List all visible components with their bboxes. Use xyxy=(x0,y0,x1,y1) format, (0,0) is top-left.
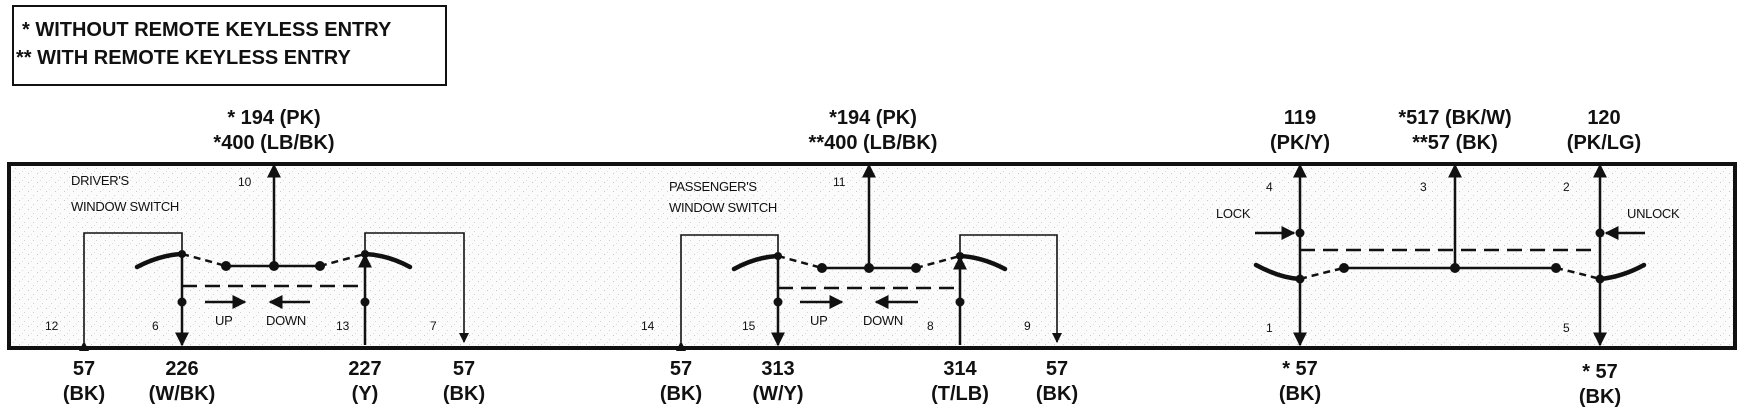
passenger-bottom-wire-1-color: (BK) xyxy=(660,383,702,405)
driver-down-label: DOWN xyxy=(266,313,306,328)
passenger-common-center-dot xyxy=(864,263,874,273)
passenger-bottom-wire-2-color: (W/Y) xyxy=(752,383,803,405)
lock-top-wire-2-color: **57 (BK) xyxy=(1412,132,1498,154)
lock-left-upper-dot xyxy=(1295,228,1305,238)
driver-switch-title-line1: DRIVER'S xyxy=(71,173,130,188)
passenger-top-pin: 11 xyxy=(833,175,846,189)
lock-bottom-wire-2-code: * 57 xyxy=(1582,361,1618,383)
passenger-pin-left-outer: 14 xyxy=(641,319,655,333)
driver-bottom-wire-3-color: (Y) xyxy=(352,383,379,405)
driver-common-right-dot xyxy=(315,261,325,271)
passenger-left-contact-dot xyxy=(774,252,782,260)
lock-top-wire-3-code: 120 xyxy=(1587,107,1620,129)
driver-bottom-wire-4-color: (BK) xyxy=(443,383,485,405)
driver-up-label: UP xyxy=(215,313,232,328)
passenger-right-frame xyxy=(959,234,1062,343)
passenger-top-wire-label-2: **400 (LB/BK) xyxy=(809,132,938,154)
lock-top-wire-2-code: *517 (BK/W) xyxy=(1398,107,1511,129)
lock-pin-1: 1 xyxy=(1266,321,1273,335)
lock-pin-3: 3 xyxy=(1420,180,1427,194)
lock-bottom-wire-1-color: (BK) xyxy=(1279,383,1321,405)
passenger-pin-right-outer: 9 xyxy=(1024,319,1031,333)
driver-bottom-wire-2-color: (W/BK) xyxy=(149,383,216,405)
passenger-down-label: DOWN xyxy=(863,313,903,328)
lock-top-wire-3-color: (PK/LG) xyxy=(1567,132,1641,154)
unlock-label: UNLOCK xyxy=(1627,206,1680,221)
lock-pin-5: 5 xyxy=(1563,321,1570,335)
lock-common-right-dot xyxy=(1551,263,1561,273)
passenger-pin-right-inner: 8 xyxy=(927,319,934,333)
passenger-switch-title-line1: PASSENGER'S xyxy=(669,179,757,194)
driver-pin-right-outer: 7 xyxy=(430,319,437,333)
door-lock-switch: 119 (PK/Y) *517 (BK/W) **57 (BK) 120 (PK… xyxy=(1216,107,1680,408)
passenger-switch-title-line2: WINDOW SWITCH xyxy=(669,200,777,215)
legend: * WITHOUT REMOTE KEYLESS ENTRY ** WITH R… xyxy=(12,5,447,86)
driver-bottom-wire-3-code: 227 xyxy=(348,358,381,380)
driver-left-frame xyxy=(79,232,183,351)
lock-top-wire-1-code: 119 xyxy=(1284,107,1316,129)
legend-without-keyless: * WITHOUT REMOTE KEYLESS ENTRY xyxy=(22,19,392,41)
lock-top-wire-1-color: (PK/Y) xyxy=(1270,132,1330,154)
passenger-common-right-dot xyxy=(911,263,921,273)
legend-with-keyless: ** WITH REMOTE KEYLESS ENTRY xyxy=(16,47,352,69)
driver-top-wire-label-2: *400 (LB/BK) xyxy=(213,132,334,154)
driver-pin-left-inner: 6 xyxy=(152,319,159,333)
driver-pin-left-outer: 12 xyxy=(45,319,59,333)
driver-pin-right-inner: 13 xyxy=(336,319,350,333)
passenger-bottom-wire-3-color: (T/LB) xyxy=(931,383,989,405)
driver-top-wire-label-1: * 194 (PK) xyxy=(227,107,320,129)
passenger-top-wire-label-1: *194 (PK) xyxy=(829,107,917,129)
passenger-bottom-wire-4-code: 57 xyxy=(1046,358,1068,380)
lock-right-upper-dot xyxy=(1595,228,1605,238)
lock-common-center-dot xyxy=(1450,263,1460,273)
driver-left-contact-dot xyxy=(178,250,186,258)
driver-switch-title-line2: WINDOW SWITCH xyxy=(71,199,179,214)
lock-bottom-wire-2-color: (BK) xyxy=(1579,386,1621,408)
lock-left-contact xyxy=(1253,262,1303,282)
passenger-pin-left-inner: 15 xyxy=(742,319,756,333)
driver-common-center-dot xyxy=(269,261,279,271)
driver-bottom-wire-1-color: (BK) xyxy=(63,383,105,405)
passenger-bottom-wire-1-code: 57 xyxy=(670,358,692,380)
component-box xyxy=(7,162,1737,350)
driver-bottom-wire-1-code: 57 xyxy=(73,358,95,380)
passenger-bottom-wire-2-code: 313 xyxy=(761,358,794,380)
passenger-right-leg-dot xyxy=(955,297,965,307)
lock-pin-2: 2 xyxy=(1563,180,1570,194)
passenger-left-leg-dot xyxy=(773,297,783,307)
lock-pin-4: 4 xyxy=(1266,180,1273,194)
driver-window-switch: DRIVER'S WINDOW SWITCH 10 * 194 (PK) *40… xyxy=(45,107,485,405)
driver-top-pin: 10 xyxy=(238,175,252,189)
passenger-window-switch: PASSENGER'S WINDOW SWITCH 11 *194 (PK) *… xyxy=(641,107,1078,405)
passenger-left-frame xyxy=(676,234,779,351)
driver-right-frame xyxy=(364,232,469,343)
passenger-common-left-dot xyxy=(817,263,827,273)
driver-bottom-wire-2-code: 226 xyxy=(165,358,198,380)
passenger-bottom-wire-3-code: 314 xyxy=(943,358,977,380)
lock-right-contact xyxy=(1597,262,1647,282)
driver-right-leg-dot xyxy=(360,297,370,307)
lock-label: LOCK xyxy=(1216,206,1251,221)
driver-bottom-wire-4-code: 57 xyxy=(453,358,475,380)
legend-box xyxy=(12,5,447,86)
passenger-bottom-wire-4-color: (BK) xyxy=(1036,383,1078,405)
passenger-up-label: UP xyxy=(810,313,827,328)
lock-common-left-dot xyxy=(1339,263,1349,273)
lock-bottom-wire-1-code: * 57 xyxy=(1282,358,1318,380)
driver-left-leg-dot xyxy=(177,297,187,307)
driver-common-left-dot xyxy=(221,261,231,271)
